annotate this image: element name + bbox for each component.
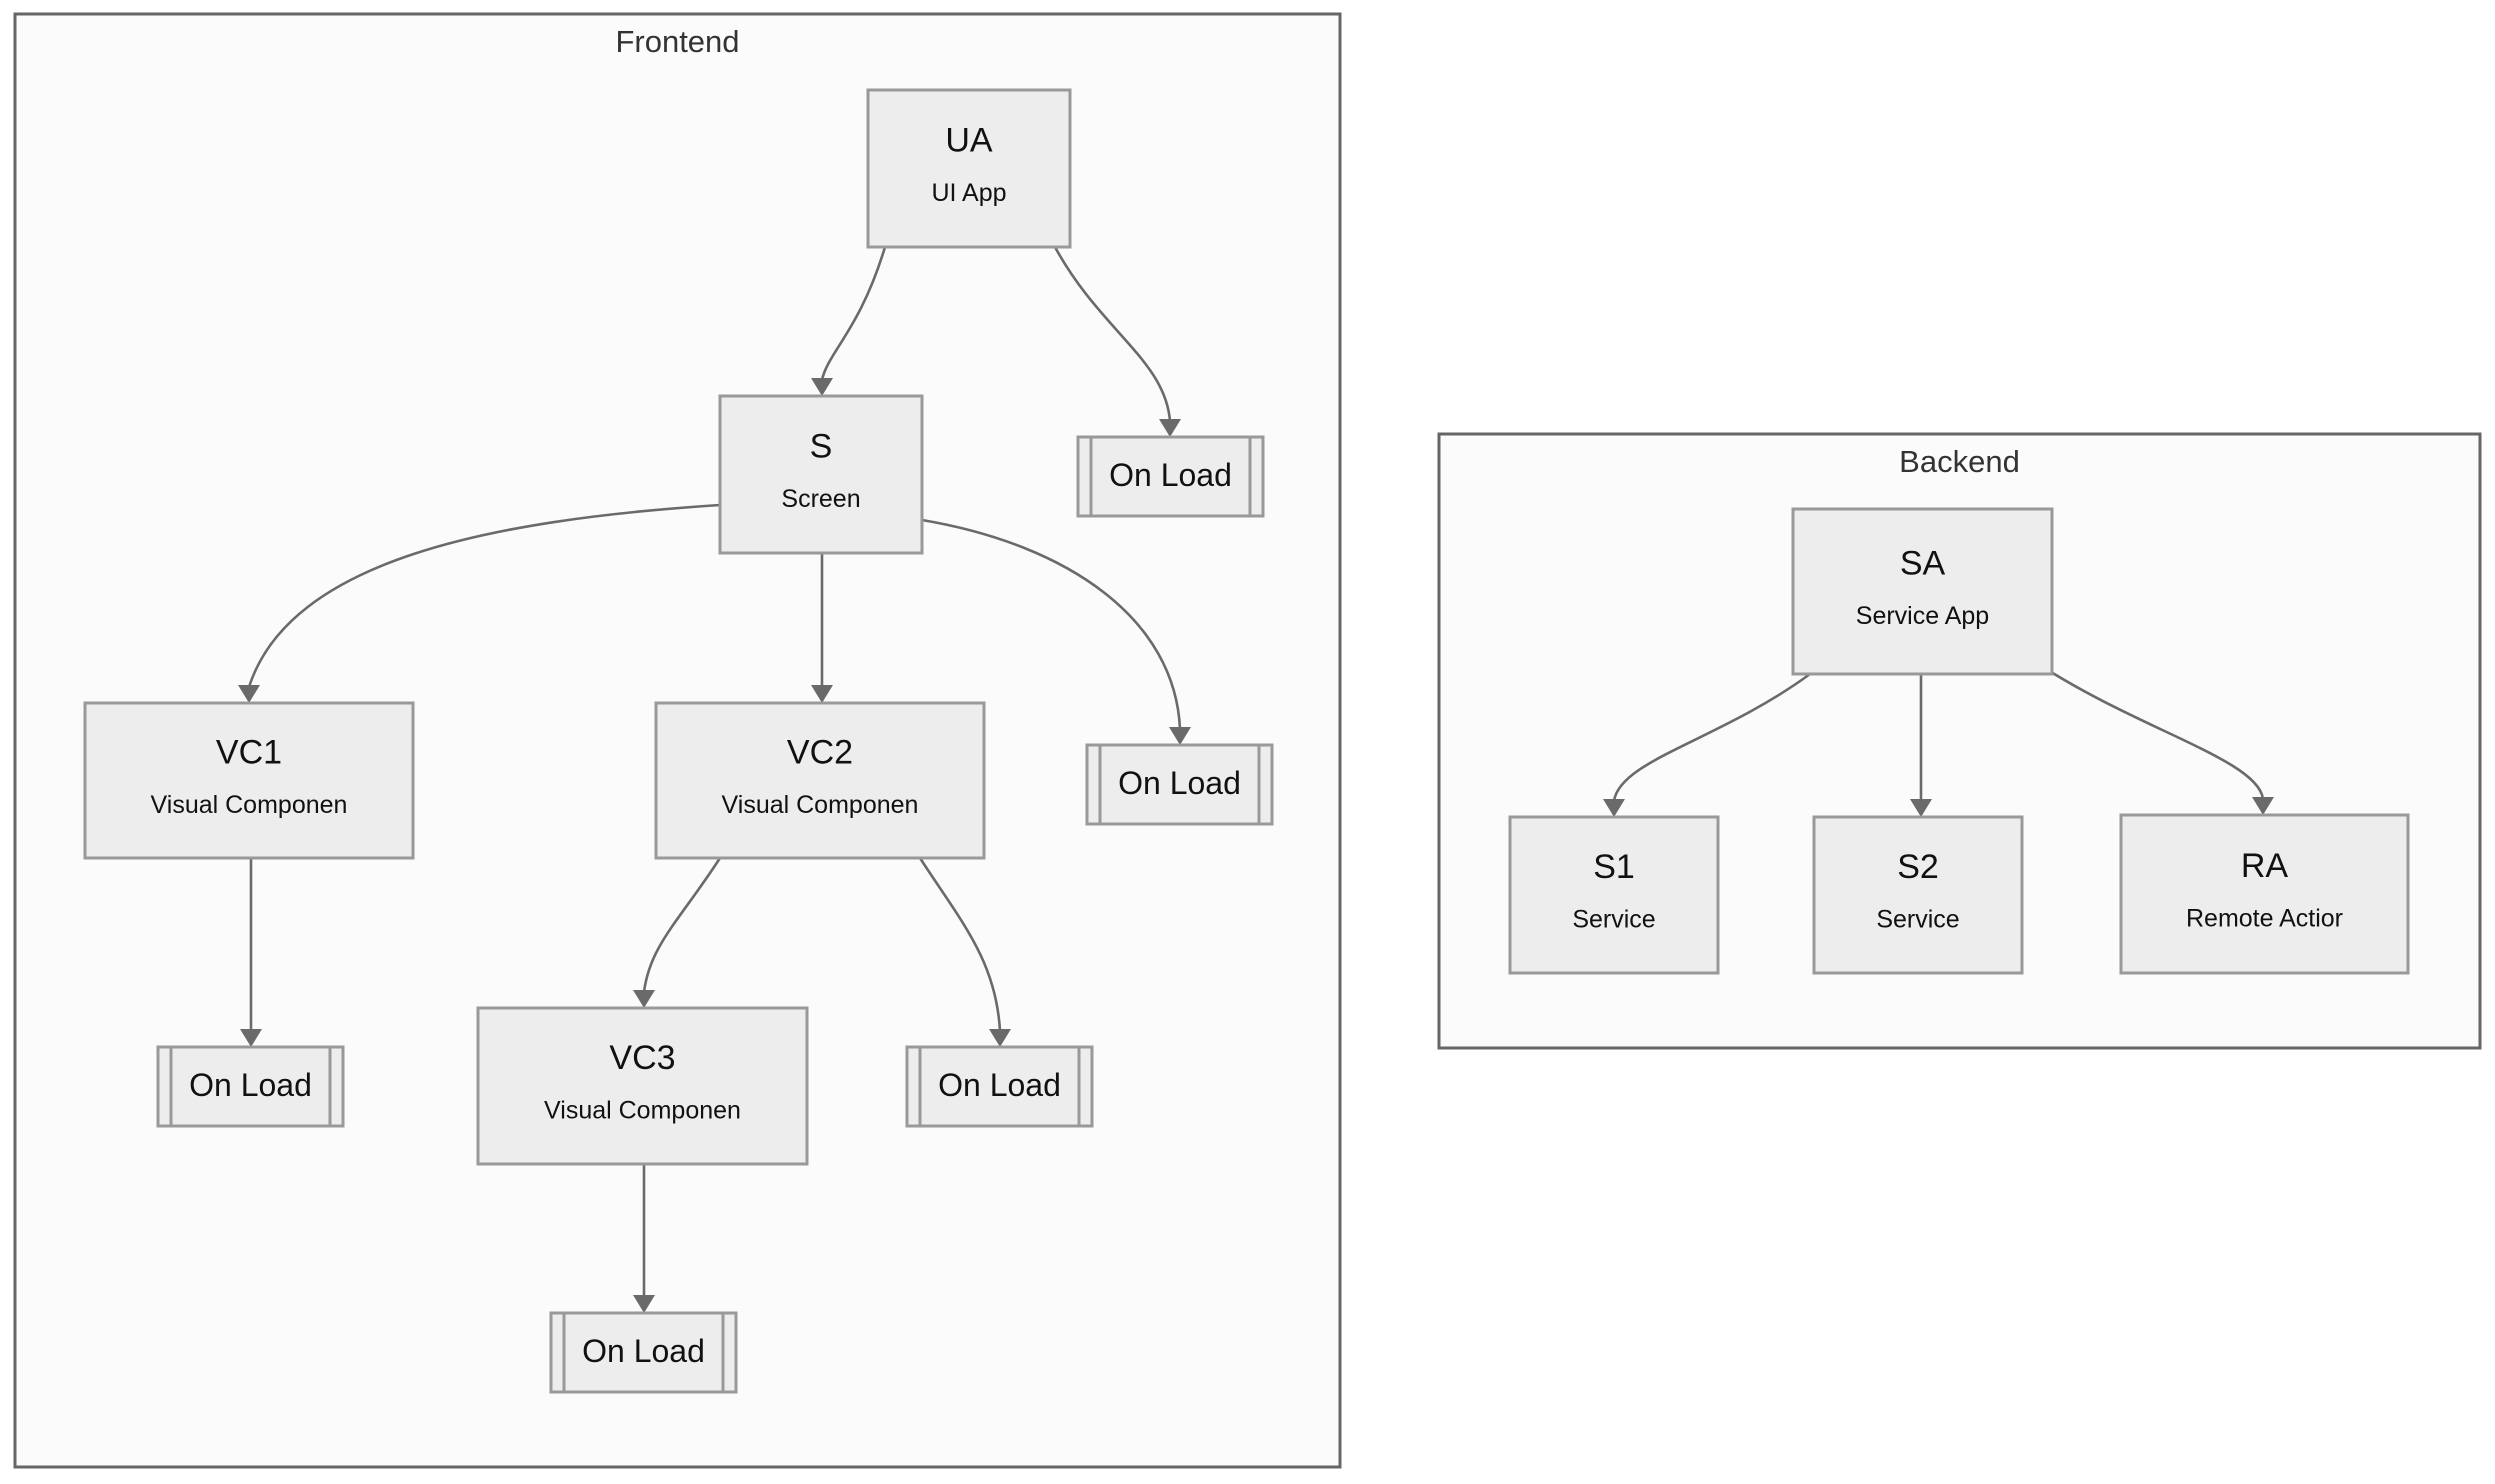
event-onload-ua-label: On Load bbox=[1109, 457, 1232, 493]
node-ua-subtitle: UI App bbox=[931, 179, 1006, 207]
edge-ua-onload-line bbox=[1053, 246, 1172, 422]
edge-ua-s-arrowhead bbox=[811, 378, 833, 396]
edge-vc3-onload-arrowhead bbox=[633, 1295, 655, 1313]
node-s-title: S bbox=[810, 427, 833, 465]
event-onload-vc2-rect[interactable] bbox=[905, 1045, 1094, 1128]
node-s1-title: S1 bbox=[1593, 848, 1635, 886]
edge-ua-onload bbox=[1053, 246, 1181, 437]
event-onload-ua[interactable]: On Load bbox=[1076, 435, 1265, 518]
event-onload-vc2[interactable]: On Load bbox=[905, 1045, 1094, 1128]
edge-sa-s1 bbox=[1603, 672, 1811, 817]
node-ra-title: RA bbox=[2241, 847, 2289, 885]
edge-sa-ra-line bbox=[2039, 663, 2265, 800]
node-s-rect[interactable] bbox=[718, 394, 924, 555]
edge-s-vc1-line bbox=[247, 503, 721, 688]
edge-vc2-onload-line bbox=[918, 857, 1002, 1032]
node-vc1-rect[interactable] bbox=[83, 701, 415, 860]
edge-ua-s-line bbox=[820, 246, 887, 381]
node-vc2-subtitle: Visual Componen bbox=[722, 791, 919, 819]
node-vc2-rect[interactable] bbox=[654, 701, 986, 860]
event-onload-vc3-label: On Load bbox=[582, 1333, 705, 1369]
node-s2-title: S2 bbox=[1897, 848, 1939, 886]
edge-vc2-onload-arrowhead bbox=[989, 1029, 1011, 1047]
edge-sa-s1-line bbox=[1612, 672, 1811, 802]
node-ra-subtitle: Remote Actior bbox=[2186, 905, 2343, 933]
event-onload-s-label: On Load bbox=[1118, 765, 1241, 801]
container-frontend-title: Frontend bbox=[615, 24, 739, 59]
edge-s-onload bbox=[921, 518, 1191, 745]
node-s-subtitle: Screen bbox=[781, 485, 860, 513]
edge-sa-ra-arrowhead bbox=[2252, 797, 2274, 815]
edge-vc3-onload bbox=[633, 1164, 655, 1313]
edge-ua-s bbox=[811, 246, 887, 396]
event-onload-vc1[interactable]: On Load bbox=[156, 1045, 345, 1128]
edge-ua-onload-arrowhead bbox=[1159, 419, 1181, 437]
edge-s-vc2 bbox=[811, 553, 833, 703]
event-onload-vc3-rect[interactable] bbox=[549, 1311, 738, 1394]
edge-vc2-vc3-line bbox=[642, 857, 722, 993]
edge-sa-ra bbox=[2039, 663, 2274, 815]
node-vc3-subtitle: Visual Componen bbox=[544, 1097, 741, 1125]
events-layer: On Load On Load On Load On Load On Load bbox=[156, 435, 1274, 1394]
event-onload-s-rect[interactable] bbox=[1085, 743, 1274, 826]
edge-vc2-vc3-arrowhead bbox=[633, 990, 655, 1008]
edge-vc2-onload bbox=[918, 857, 1011, 1047]
edge-sa-s1-arrowhead bbox=[1603, 799, 1625, 817]
edge-s-onload-line bbox=[921, 518, 1182, 730]
event-onload-vc1-rect[interactable] bbox=[156, 1045, 345, 1128]
node-s[interactable]: S Screen bbox=[718, 394, 924, 555]
edge-vc1-onload-arrowhead bbox=[240, 1029, 262, 1047]
node-sa-title: SA bbox=[1900, 544, 1946, 582]
node-ua-title: UA bbox=[945, 121, 993, 159]
node-ra-rect[interactable] bbox=[2119, 813, 2410, 975]
node-s1-rect[interactable] bbox=[1508, 815, 1720, 975]
node-s2-subtitle: Service bbox=[1876, 906, 1959, 934]
event-onload-ua-rect[interactable] bbox=[1076, 435, 1265, 518]
node-ua[interactable]: UA UI App bbox=[866, 88, 1072, 249]
node-sa-subtitle: Service App bbox=[1856, 602, 1989, 630]
node-vc2-title: VC2 bbox=[787, 733, 853, 771]
edge-sa-s2-arrowhead bbox=[1910, 799, 1932, 817]
node-ua-rect[interactable] bbox=[866, 88, 1072, 249]
node-sa-rect[interactable] bbox=[1791, 507, 2054, 676]
edge-s-vc1-arrowhead bbox=[238, 685, 260, 703]
event-onload-s[interactable]: On Load bbox=[1085, 743, 1274, 826]
edges-layer bbox=[238, 246, 2274, 1313]
event-onload-vc2-label: On Load bbox=[938, 1067, 1061, 1103]
node-ra[interactable]: RA Remote Actior bbox=[2119, 813, 2410, 975]
edge-s-vc2-arrowhead bbox=[811, 685, 833, 703]
event-onload-vc3[interactable]: On Load bbox=[549, 1311, 738, 1394]
container-backend-title: Backend bbox=[1899, 444, 2020, 479]
edge-s-vc1 bbox=[238, 503, 721, 703]
edge-vc2-vc3 bbox=[633, 857, 722, 1008]
node-vc3-title: VC3 bbox=[609, 1039, 675, 1077]
event-onload-vc1-label: On Load bbox=[189, 1067, 312, 1103]
node-vc1-title: VC1 bbox=[216, 733, 282, 771]
edge-s-onload-arrowhead bbox=[1169, 727, 1191, 745]
node-vc1-subtitle: Visual Componen bbox=[151, 791, 348, 819]
node-s2-rect[interactable] bbox=[1812, 815, 2024, 975]
node-sa[interactable]: SA Service App bbox=[1791, 507, 2054, 676]
edge-sa-s2 bbox=[1910, 674, 1932, 817]
edge-vc1-onload bbox=[240, 858, 262, 1047]
node-vc3-rect[interactable] bbox=[476, 1006, 809, 1166]
node-s1-subtitle: Service bbox=[1572, 906, 1655, 934]
